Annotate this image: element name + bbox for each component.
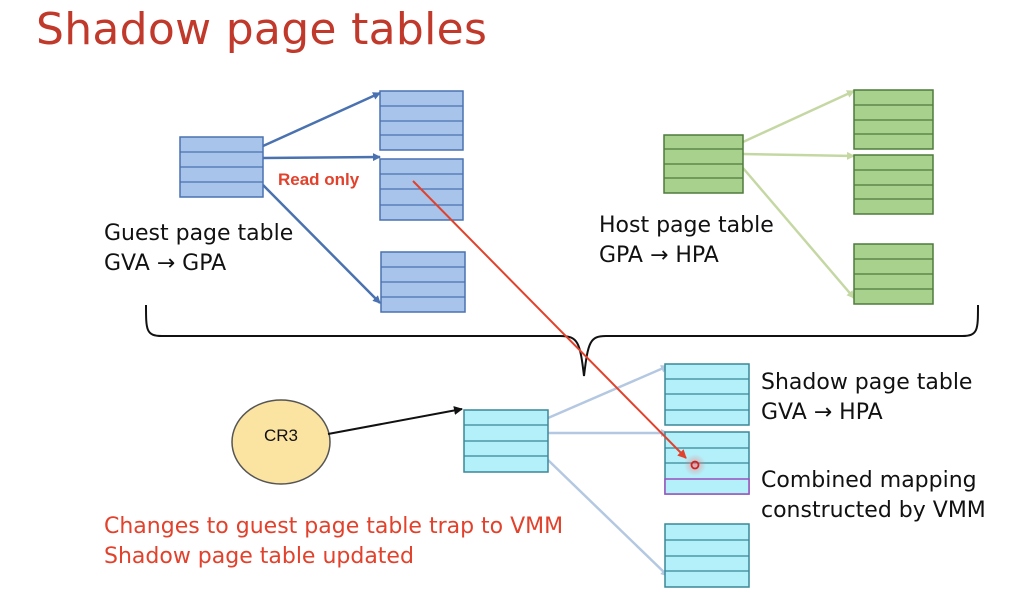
combined-mapping-line-1: Combined mapping xyxy=(761,468,977,493)
combined-mapping-line-2: constructed by VMM xyxy=(761,498,986,523)
slide-title: Shadow page tables xyxy=(36,4,488,55)
host-page-table-page-2 xyxy=(853,154,934,215)
shadow-page-table-label: Shadow page table GVA → HPA xyxy=(761,368,972,428)
guest-arrows xyxy=(262,91,381,304)
host-page-table-label: Host page table GPA → HPA xyxy=(599,211,774,271)
host-mapping: GPA → HPA xyxy=(599,243,719,268)
cr3-label: CR3 xyxy=(263,426,298,445)
shadow-page-table-page-2 xyxy=(664,431,750,495)
host-page-table-title: Host page table xyxy=(599,213,774,238)
combined-mapping-label: Combined mapping constructed by VMM xyxy=(761,466,986,526)
guest-page-table-label: Guest page table GVA → GPA xyxy=(104,219,293,279)
host-arrows xyxy=(742,89,855,299)
read-only-label: Read only xyxy=(278,170,360,189)
cr3-register xyxy=(231,399,331,485)
cr3-pointer-arrow xyxy=(327,406,463,435)
vmm-note-line-2: Shadow page table updated xyxy=(104,544,414,569)
vmm-notes: Changes to guest page table trap to VMM … xyxy=(104,512,563,572)
shadow-page-table-page-3 xyxy=(664,523,750,588)
guest-page-table-root xyxy=(179,136,264,198)
combining-brace xyxy=(145,304,979,377)
shadow-arrows xyxy=(547,364,669,577)
host-page-table-root xyxy=(663,134,744,194)
shadow-mapping: GVA → HPA xyxy=(761,400,883,425)
guest-page-table-page-3 xyxy=(380,251,466,313)
host-page-table-page-1 xyxy=(853,89,934,150)
guest-page-table-page-1 xyxy=(379,90,464,151)
vmm-note-line-1: Changes to guest page table trap to VMM xyxy=(104,514,564,539)
host-page-table-page-3 xyxy=(853,243,934,305)
guest-page-table-title: Guest page table xyxy=(104,221,294,246)
shadow-page-table-title: Shadow page table xyxy=(761,370,973,395)
read-only-trap-arrow xyxy=(412,180,687,459)
shadow-page-table-page-1 xyxy=(664,363,750,426)
cursor-highlight xyxy=(684,454,706,476)
shadow-page-table-root xyxy=(463,409,549,473)
guest-mapping: GVA → GPA xyxy=(104,251,227,276)
